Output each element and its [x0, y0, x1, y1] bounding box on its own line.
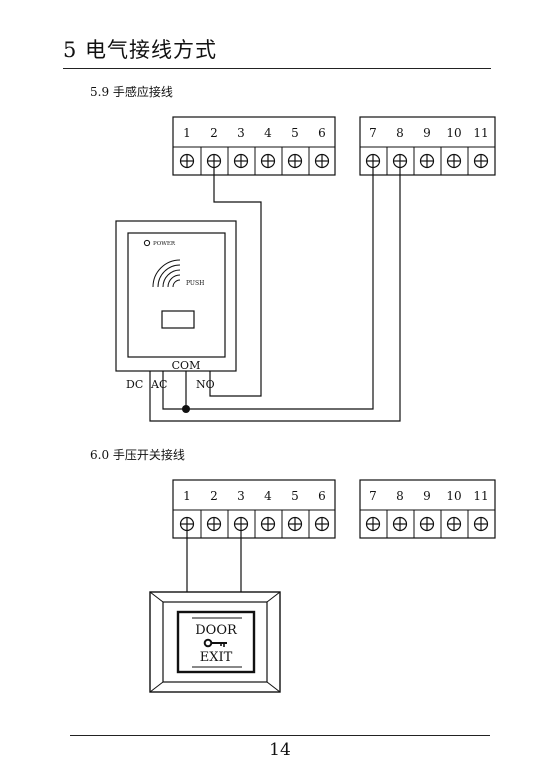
terminal-label: 7: [369, 126, 377, 140]
sensor-waves-icon: [152, 259, 181, 288]
terminal-label: 2: [210, 489, 218, 503]
screw-terminal-icon: [233, 516, 249, 532]
terminal-label: 8: [396, 489, 404, 503]
footer-rule: [70, 735, 490, 736]
power-label: POWER: [153, 241, 176, 247]
screw-terminal-icon: [446, 153, 462, 169]
terminal-label: 1: [183, 489, 191, 503]
power-led-icon: [143, 239, 151, 247]
terminal-block-right-1: 7 8 9 10 11: [359, 116, 496, 176]
junction-dot: [182, 405, 190, 413]
terminal-label: 6: [318, 489, 326, 503]
key-icon: [203, 638, 227, 648]
exit-label: EXIT: [200, 650, 233, 665]
terminal-label: 9: [423, 126, 431, 140]
terminal-label: 7: [369, 489, 377, 503]
terminal-label: 5: [291, 126, 299, 140]
terminal-label: 11: [473, 126, 488, 140]
screw-terminal-icon: [314, 153, 330, 169]
sensor-window: [161, 310, 195, 329]
terminal-label: 3: [237, 126, 245, 140]
screw-terminal-icon: [365, 153, 381, 169]
header-rule: [63, 68, 491, 69]
terminal-label: 4: [264, 126, 272, 140]
wiring-section1: [149, 168, 401, 422]
terminal-label: 11: [473, 489, 488, 503]
terminal-label: 3: [237, 489, 245, 503]
screw-terminal-icon: [314, 516, 330, 532]
terminal-block-right-2: 7 8 9 10 11: [359, 479, 496, 539]
section-title-hand-sensor: 5.9 手感应接线: [90, 85, 173, 99]
terminal-label: 4: [264, 489, 272, 503]
terminal-label: 2: [210, 126, 218, 140]
push-label: PUSH: [186, 280, 204, 287]
terminal-label: 10: [446, 489, 461, 503]
screw-terminal-icon: [473, 516, 489, 532]
terminal-no-label: NO: [196, 378, 215, 391]
screw-terminal-icon: [392, 516, 408, 532]
terminal-label: 1: [183, 126, 191, 140]
screw-terminal-icon: [419, 516, 435, 532]
terminal-ac-label: AC: [150, 378, 167, 391]
screw-terminal-icon: [287, 153, 303, 169]
screw-terminal-icon: [419, 153, 435, 169]
screw-terminal-icon: [179, 516, 195, 532]
screw-terminal-icon: [392, 153, 408, 169]
wiring-section2: [186, 531, 242, 592]
screw-terminal-icon: [473, 153, 489, 169]
page-number: 14: [269, 740, 291, 760]
door-label: DOOR: [195, 623, 238, 638]
terminal-label: 5: [291, 489, 299, 503]
screw-terminal-icon: [179, 153, 195, 169]
screw-terminal-icon: [233, 153, 249, 169]
screw-terminal-icon: [446, 516, 462, 532]
terminal-label: 10: [446, 126, 461, 140]
terminal-label: 8: [396, 126, 404, 140]
screw-terminal-icon: [287, 516, 303, 532]
section-title-push-switch: 6.0 手压开关接线: [90, 448, 185, 462]
screw-terminal-icon: [260, 153, 276, 169]
screw-terminal-icon: [260, 516, 276, 532]
terminal-label: 9: [423, 489, 431, 503]
exit-button-device: DOOR EXIT: [149, 591, 281, 693]
terminal-block-left-1: 1 2 3 4 5 6: [172, 116, 336, 176]
screw-terminal-icon: [206, 153, 222, 169]
com-label: COM: [172, 359, 201, 372]
chapter-title: 5 电气接线方式: [63, 38, 218, 62]
hand-sensor-device: POWER PUSH COM: [115, 220, 237, 372]
terminal-dc-label: DC: [126, 378, 143, 391]
terminal-label: 6: [318, 126, 326, 140]
screw-terminal-icon: [206, 516, 222, 532]
screw-terminal-icon: [365, 516, 381, 532]
terminal-block-left-2: 1 2 3 4 5 6: [172, 479, 336, 539]
